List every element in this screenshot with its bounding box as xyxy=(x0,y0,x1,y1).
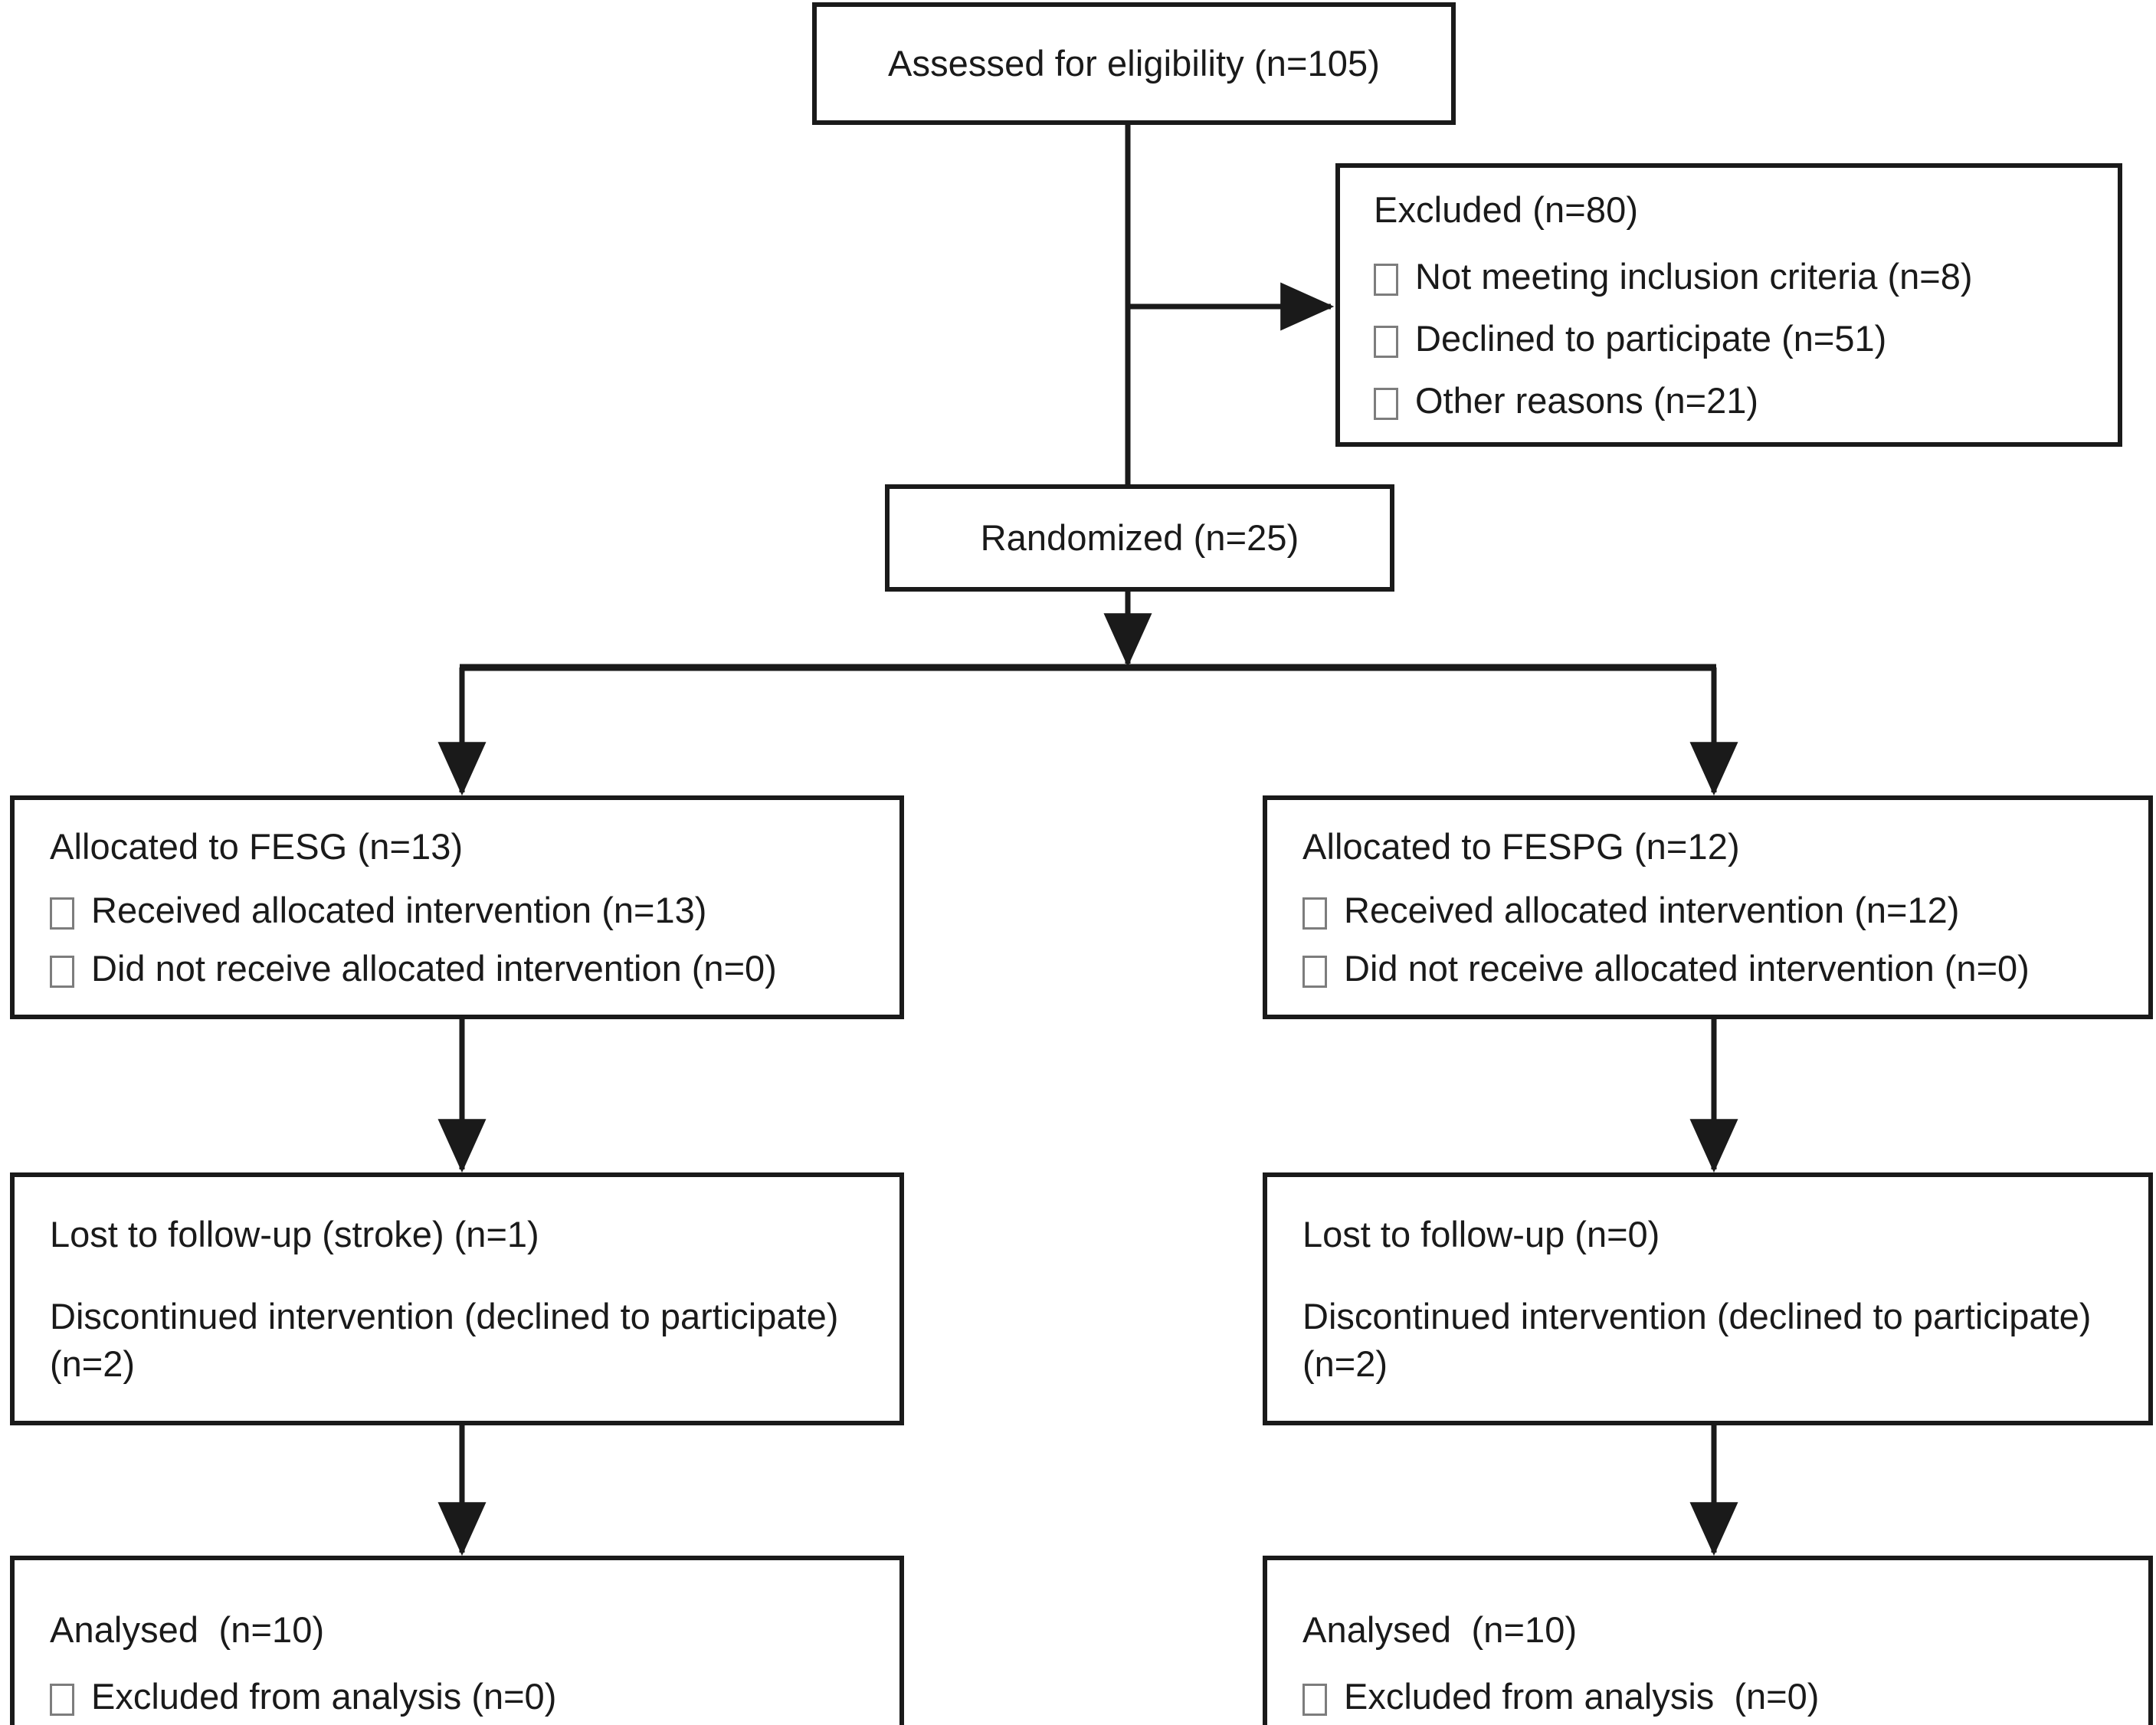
hollow-square-bullet-icon xyxy=(1302,1684,1327,1717)
excluded-reason-label: Declined to participate (n=51) xyxy=(1415,318,1887,359)
node-allocation-fesg: Allocated to FESG (n=13) Received alloca… xyxy=(10,795,904,1019)
allocation-fespg-item-label: Received allocated intervention (n=12) xyxy=(1344,890,1960,931)
followup-left-discontinued-label: Discontinued intervention (declined to p… xyxy=(50,1296,839,1337)
followup-left-spacer xyxy=(50,1258,889,1293)
analysis-left-item-label: Excluded from analysis (n=0) xyxy=(91,1676,557,1717)
analysis-right-item-label: Excluded from analysis (n=0) xyxy=(1344,1676,1820,1717)
followup-left-lost-label: Lost to follow-up (stroke) (n=1) xyxy=(50,1214,539,1255)
allocation-fesg-item-label: Received allocated intervention (n=13) xyxy=(91,890,707,931)
followup-right-discontinued-label: Discontinued intervention (declined to p… xyxy=(1302,1296,2092,1337)
hollow-square-bullet-icon xyxy=(1302,955,1327,988)
excluded-heading: Excluded (n=80) xyxy=(1374,189,1639,230)
node-allocation-fespg: Allocated to FESPG (n=12) Received alloc… xyxy=(1263,795,2153,1019)
excluded-reason-label: Not meeting inclusion criteria (n=8) xyxy=(1415,255,1973,297)
hollow-square-bullet-icon xyxy=(50,955,74,988)
allocation-fesg-item: Received allocated intervention (n=13) xyxy=(50,887,889,933)
allocation-fespg-item: Did not receive allocated intervention (… xyxy=(1302,945,2138,992)
allocation-fespg-item: Received allocated intervention (n=12) xyxy=(1302,887,2138,933)
analysis-right-item: Excluded from analysis (n=0) xyxy=(1302,1673,2138,1720)
node-assessed-for-eligibility: Assessed for eligibility (n=105) xyxy=(812,2,1456,125)
analysis-left-heading: Analysed (n=10) xyxy=(50,1609,325,1650)
randomized-label: Randomized (n=25) xyxy=(980,517,1299,559)
followup-left-discontinued-count: (n=2) xyxy=(50,1343,136,1384)
followup-right-lost-label: Lost to follow-up (n=0) xyxy=(1302,1214,1660,1255)
allocation-fespg-item-label: Did not receive allocated intervention (… xyxy=(1344,947,2030,989)
node-randomized: Randomized (n=25) xyxy=(885,484,1394,592)
hollow-square-bullet-icon xyxy=(50,1684,74,1717)
hollow-square-bullet-icon xyxy=(1374,388,1398,421)
analysis-right-heading: Analysed (n=10) xyxy=(1302,1609,1578,1650)
allocation-fesg-heading: Allocated to FESG (n=13) xyxy=(50,826,464,867)
excluded-reason-item: Declined to participate (n=51) xyxy=(1374,315,2104,362)
followup-right-discontinued-count: (n=2) xyxy=(1302,1343,1388,1384)
hollow-square-bullet-icon xyxy=(1302,897,1327,930)
allocation-fespg-heading: Allocated to FESPG (n=12) xyxy=(1302,826,1740,867)
assessed-for-eligibility-label: Assessed for eligibility (n=105) xyxy=(888,43,1380,84)
hollow-square-bullet-icon xyxy=(1374,326,1398,358)
excluded-reason-item: Other reasons (n=21) xyxy=(1374,377,2104,424)
node-followup-right: Lost to follow-up (n=0) Discontinued int… xyxy=(1263,1172,2153,1425)
excluded-reason-item: Not meeting inclusion criteria (n=8) xyxy=(1374,253,2104,300)
allocation-fesg-item: Did not receive allocated intervention (… xyxy=(50,945,889,992)
node-excluded: Excluded (n=80) Not meeting inclusion cr… xyxy=(1335,163,2122,447)
analysis-left-item: Excluded from analysis (n=0) xyxy=(50,1673,889,1720)
node-followup-left: Lost to follow-up (stroke) (n=1) Discont… xyxy=(10,1172,904,1425)
node-analysis-left: Analysed (n=10) Excluded from analysis (… xyxy=(10,1556,904,1725)
allocation-fesg-item-label: Did not receive allocated intervention (… xyxy=(91,947,777,989)
hollow-square-bullet-icon xyxy=(50,897,74,930)
followup-right-spacer xyxy=(1302,1258,2138,1293)
excluded-reason-label: Other reasons (n=21) xyxy=(1415,380,1759,421)
hollow-square-bullet-icon xyxy=(1374,263,1398,296)
node-analysis-right: Analysed (n=10) Excluded from analysis (… xyxy=(1263,1556,2153,1725)
